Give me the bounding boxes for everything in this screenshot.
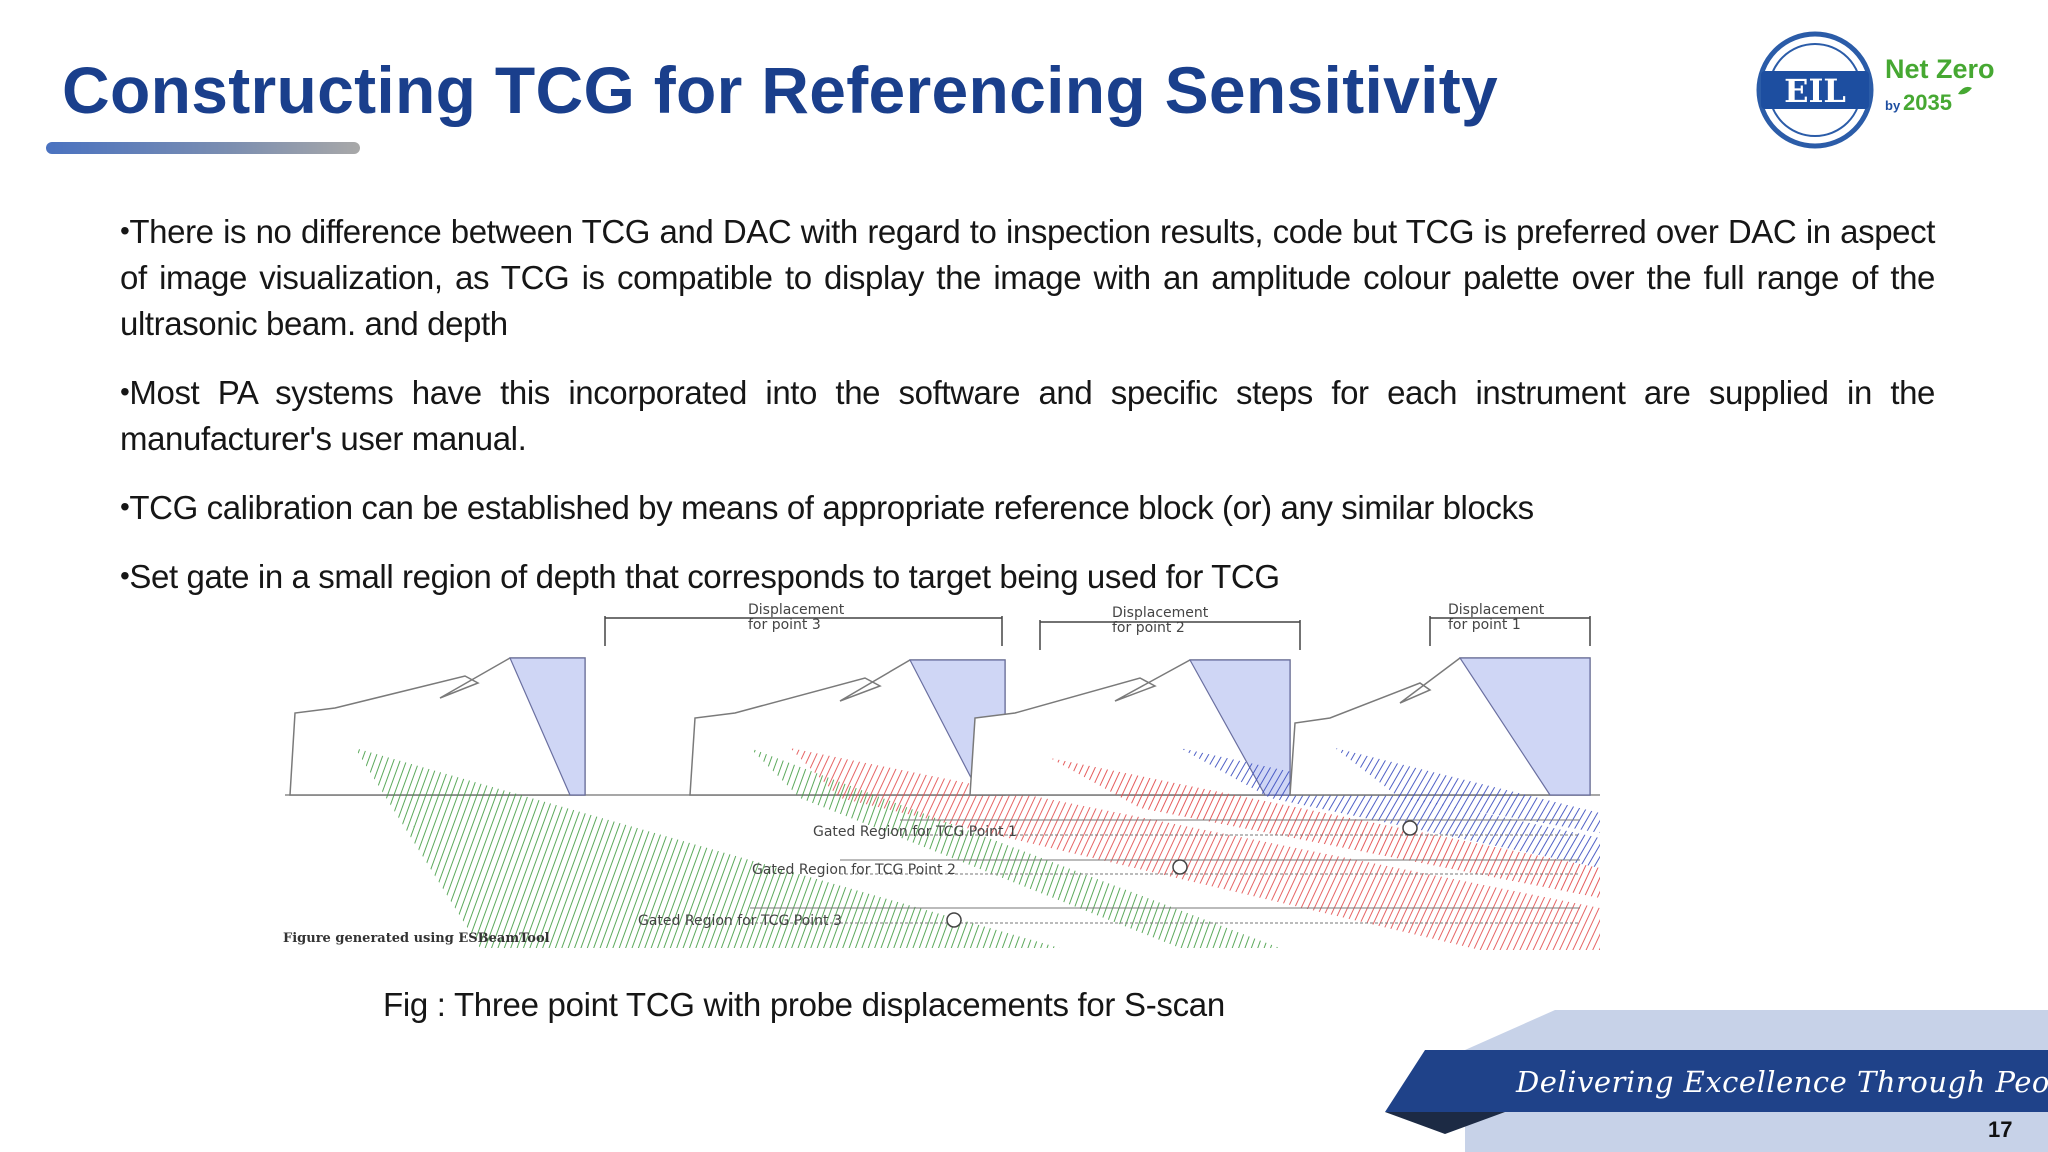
footer-dark-band	[1385, 1112, 1505, 1134]
page-number: 17	[1988, 1117, 2013, 1142]
bullet-marker: •	[120, 376, 130, 407]
displacement-label-1: for point 1	[1448, 617, 1521, 633]
displacement-label-3: Displacement	[748, 602, 845, 618]
displacement-bracket-1	[1429, 616, 1591, 646]
bullet-list: •There is no difference between TCG and …	[120, 208, 1935, 622]
bullet-item: •Set gate in a small region of depth tha…	[120, 553, 1935, 600]
bullet-marker: •	[120, 560, 130, 591]
target-hole-3	[946, 912, 962, 928]
red-beam	[1050, 758, 1600, 898]
probe-point-3	[289, 657, 1060, 948]
tcg-figure: Displacement for point 3 Displacement fo…	[283, 602, 1600, 950]
title-underline	[46, 142, 360, 154]
green-beam	[355, 748, 1060, 948]
bullet-text: Most PA systems have this incorporated i…	[120, 374, 1935, 457]
logo-band	[1761, 71, 1869, 109]
bullet-marker: •	[120, 491, 130, 522]
displacement-label-2: for point 2	[1112, 620, 1185, 636]
bullet-text: There is no difference between TCG and D…	[120, 213, 1935, 342]
target-hole-2	[1172, 859, 1188, 875]
figure-caption: Fig : Three point TCG with probe displac…	[383, 986, 1225, 1023]
bullet-text: TCG calibration can be established by me…	[129, 489, 1534, 526]
displacement-label-3: for point 3	[748, 617, 821, 633]
red-beam	[790, 748, 1600, 950]
target-hole-1	[1402, 820, 1418, 836]
gate-label-3: Gated Region for TCG Point 3	[638, 913, 842, 929]
displacement-label-1: Displacement	[1448, 602, 1545, 618]
company-logo: EIL Net Zero by 2035	[1756, 31, 1995, 149]
logo-year-text: 2035	[1903, 90, 1952, 115]
footer-navy-band	[1385, 1050, 2048, 1112]
bullet-text: Set gate in a small region of depth that…	[129, 558, 1280, 595]
probe-element	[1458, 657, 1591, 796]
logo-by-text: by	[1885, 98, 1901, 113]
displacement-label-2: Displacement	[1112, 605, 1209, 621]
figure-credit: Figure generated using ESBeamTool	[283, 931, 550, 946]
logo-brand-text: EIL	[1784, 72, 1846, 110]
bullet-item: •TCG calibration can be established by m…	[120, 484, 1935, 531]
footer-tagline: Delivering Excellence Through People	[1516, 1065, 2048, 1099]
blue-beam	[1180, 748, 1600, 868]
bullet-marker: •	[120, 215, 130, 246]
bullet-item: •Most PA systems have this incorporated …	[120, 369, 1935, 462]
footer-banner	[1385, 1010, 2048, 1152]
bullet-item: •There is no difference between TCG and …	[120, 208, 1935, 347]
logo-net-zero-text: Net Zero	[1885, 54, 1995, 84]
probe-point-1	[969, 659, 1600, 898]
probe-element	[509, 657, 586, 796]
gate-label-1: Gated Region for TCG Point 1	[813, 824, 1017, 840]
probe-right	[1289, 657, 1600, 833]
leaf-icon	[1958, 86, 1972, 95]
slide-title: Constructing TCG for Referencing Sensiti…	[62, 53, 1499, 127]
gate-label-2: Gated Region for TCG Point 2	[752, 862, 956, 878]
blue-beam	[1335, 748, 1600, 833]
displacement-bracket-3	[604, 616, 1003, 646]
displacement-bracket-2	[1039, 620, 1301, 650]
